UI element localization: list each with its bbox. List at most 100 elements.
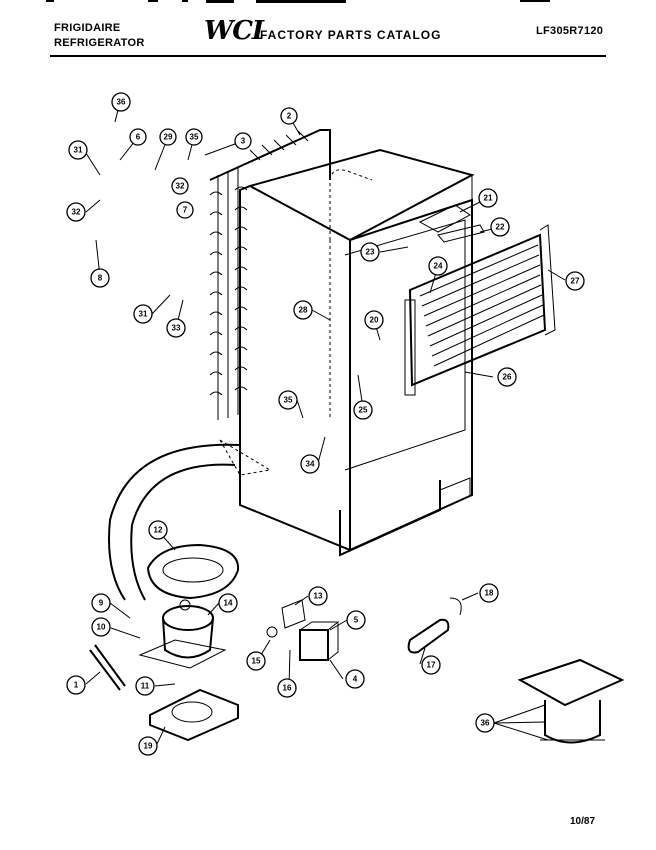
callout-1: 1 [66,675,86,695]
callout-7: 7 [176,201,194,219]
relay-overload [266,599,340,661]
callout-3: 3 [234,132,252,150]
svg-text:18: 18 [485,589,494,598]
callout-2: 2 [280,107,298,125]
callout-32-right: 32 [171,177,189,195]
callout-27: 27 [565,271,585,291]
callout-17: 17 [421,655,441,675]
svg-text:17: 17 [427,661,436,670]
svg-text:16: 16 [283,684,292,693]
svg-text:32: 32 [176,182,185,191]
callout-19: 19 [138,736,158,756]
product-type: REFRIGERATOR [54,37,145,49]
callout-6: 6 [129,128,147,146]
svg-text:26: 26 [503,373,512,382]
svg-text:12: 12 [154,526,163,535]
rail [89,644,126,691]
svg-text:25: 25 [359,406,368,415]
svg-text:31: 31 [139,310,148,319]
date-code: 10/87 [570,816,596,827]
svg-text:24: 24 [434,262,443,271]
callout-31-mid: 31 [133,304,153,324]
svg-text:14: 14 [224,599,233,608]
callout-31-top: 31 [68,140,88,160]
start-capacitor [407,618,450,654]
callout-12: 12 [148,520,168,540]
svg-text:36: 36 [117,98,126,107]
compressor-base [149,688,239,742]
refrigerator-cabinet [239,148,475,557]
callout-18: 18 [479,583,499,603]
svg-text:22: 22 [496,223,505,232]
top-edge-marks [46,0,550,3]
model-number: LF305R7120 [536,25,604,37]
callout-28: 28 [293,300,313,320]
callout-13: 13 [308,586,328,606]
svg-text:9: 9 [99,599,104,608]
svg-text:15: 15 [252,657,261,666]
callout-22: 22 [490,217,510,237]
header-rule [50,55,606,57]
svg-text:35: 35 [190,133,199,142]
callout-21: 21 [478,188,498,208]
svg-text:36: 36 [481,719,490,728]
svg-text:28: 28 [299,306,308,315]
callout-20: 20 [364,310,384,330]
compressor-mount-assembly [517,658,625,744]
hinge-bracket [418,204,471,233]
callout-36-bottom: 36 [475,713,495,733]
svg-text:8: 8 [98,274,103,283]
capacitor-clip [449,597,462,616]
callout-25: 25 [353,400,373,420]
svg-text:19: 19 [144,742,153,751]
svg-text:21: 21 [484,194,493,203]
evaporator-coil [404,224,556,396]
callout-35-top: 35 [185,128,203,146]
callout-9: 9 [91,593,111,613]
compressor [138,599,227,669]
condenser-coil [209,129,331,420]
catalog-title: FACTORY PARTS CATALOG [260,28,442,42]
svg-text:20: 20 [370,316,379,325]
callout-35-mid: 35 [278,390,298,410]
callout-24: 24 [428,256,448,276]
drain-tube [108,443,241,601]
svg-text:23: 23 [366,248,375,257]
callout-4: 4 [345,669,365,689]
drain-pan [146,543,240,600]
svg-text:35: 35 [284,396,293,405]
callout-26: 26 [497,367,517,387]
callout-32-left: 32 [66,202,86,222]
callout-29: 29 [159,128,177,146]
svg-text:1: 1 [74,681,79,690]
callout-10: 10 [91,617,111,637]
brand-name: FRIGIDAIRE [54,22,121,34]
callout-34-mid: 34 [300,454,320,474]
svg-text:27: 27 [571,277,580,286]
gasket-strip [437,224,485,243]
svg-text:31: 31 [74,146,83,155]
wci-logo: WCI [204,16,264,46]
svg-text:11: 11 [141,682,150,691]
svg-text:13: 13 [314,592,323,601]
svg-text:6: 6 [136,133,141,142]
callout-16: 16 [277,678,297,698]
callout-11: 11 [135,676,155,696]
callout-36-top: 36 [111,92,131,112]
callout-33: 33 [166,318,186,338]
callout-23: 23 [360,242,380,262]
svg-text:4: 4 [353,675,358,684]
callout-14: 14 [218,593,238,613]
callout-8: 8 [90,268,110,288]
callout-5: 5 [346,610,366,630]
svg-text:29: 29 [164,133,173,142]
svg-text:33: 33 [172,324,181,333]
svg-text:5: 5 [354,616,359,625]
svg-text:7: 7 [183,206,188,215]
svg-text:10: 10 [97,623,106,632]
svg-text:32: 32 [72,208,81,217]
svg-text:3: 3 [241,137,246,146]
callout-15: 15 [246,651,266,671]
svg-text:34: 34 [306,460,315,469]
